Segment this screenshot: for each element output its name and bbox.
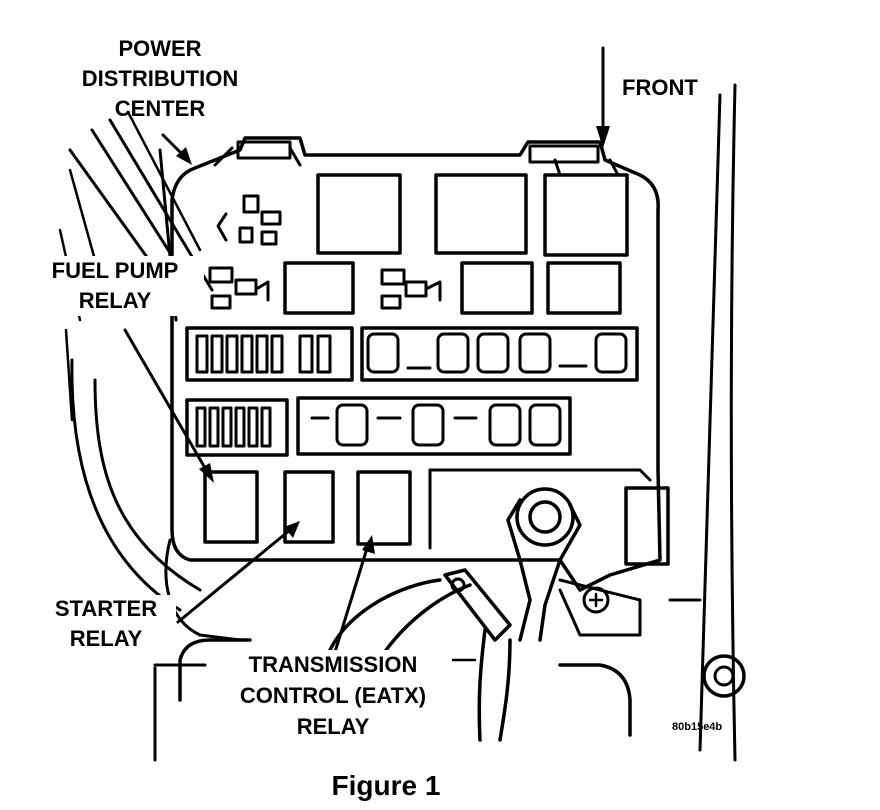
fuse-row-upper — [185, 326, 639, 382]
eatx-label-line-3: RELAY — [297, 714, 370, 739]
battery-stud — [506, 486, 746, 698]
pdc-label-line-2: DISTRIBUTION — [82, 66, 238, 91]
starter-label-line-1: STARTER — [55, 596, 157, 621]
starter-label-line-2: RELAY — [70, 626, 143, 651]
figure-caption: Figure 1 — [332, 770, 441, 801]
fuse-row-lower — [185, 396, 572, 457]
fuel-pump-relay-box — [203, 470, 259, 544]
label-power-distribution-center: POWER DISTRIBUTION CENTER — [82, 36, 238, 121]
pdc-label-line-3: CENTER — [115, 96, 206, 121]
mid-relays — [283, 261, 622, 315]
fuel-pump-label-line-2: RELAY — [79, 288, 152, 313]
image-code-label: 80b15e4b — [672, 721, 722, 733]
pdc-label-line-1: POWER — [118, 36, 201, 61]
bottom-relays — [203, 470, 412, 546]
top-relays — [316, 158, 629, 257]
label-eatx-relay: TRANSMISSION CONTROL (EATX) RELAY — [212, 650, 452, 742]
eatx-relay-box — [356, 470, 412, 546]
label-starter-relay: STARTER RELAY — [36, 595, 176, 655]
eatx-label-line-1: TRANSMISSION — [249, 652, 418, 677]
starter-label-backing — [36, 595, 176, 655]
front-label: FRONT — [622, 75, 698, 100]
pdc-housing — [170, 136, 662, 637]
relay-pin-symbols — [208, 194, 442, 310]
eatx-label-line-2: CONTROL (EATX) — [240, 683, 426, 708]
eatx-label-backing — [212, 650, 452, 742]
fuel-pump-label-backing — [34, 256, 204, 316]
label-fuel-pump-relay: FUEL PUMP RELAY — [34, 256, 204, 316]
starter-relay-box — [283, 470, 335, 544]
callout-arrows — [123, 46, 610, 662]
fuel-pump-label-line-1: FUEL PUMP — [52, 258, 179, 283]
